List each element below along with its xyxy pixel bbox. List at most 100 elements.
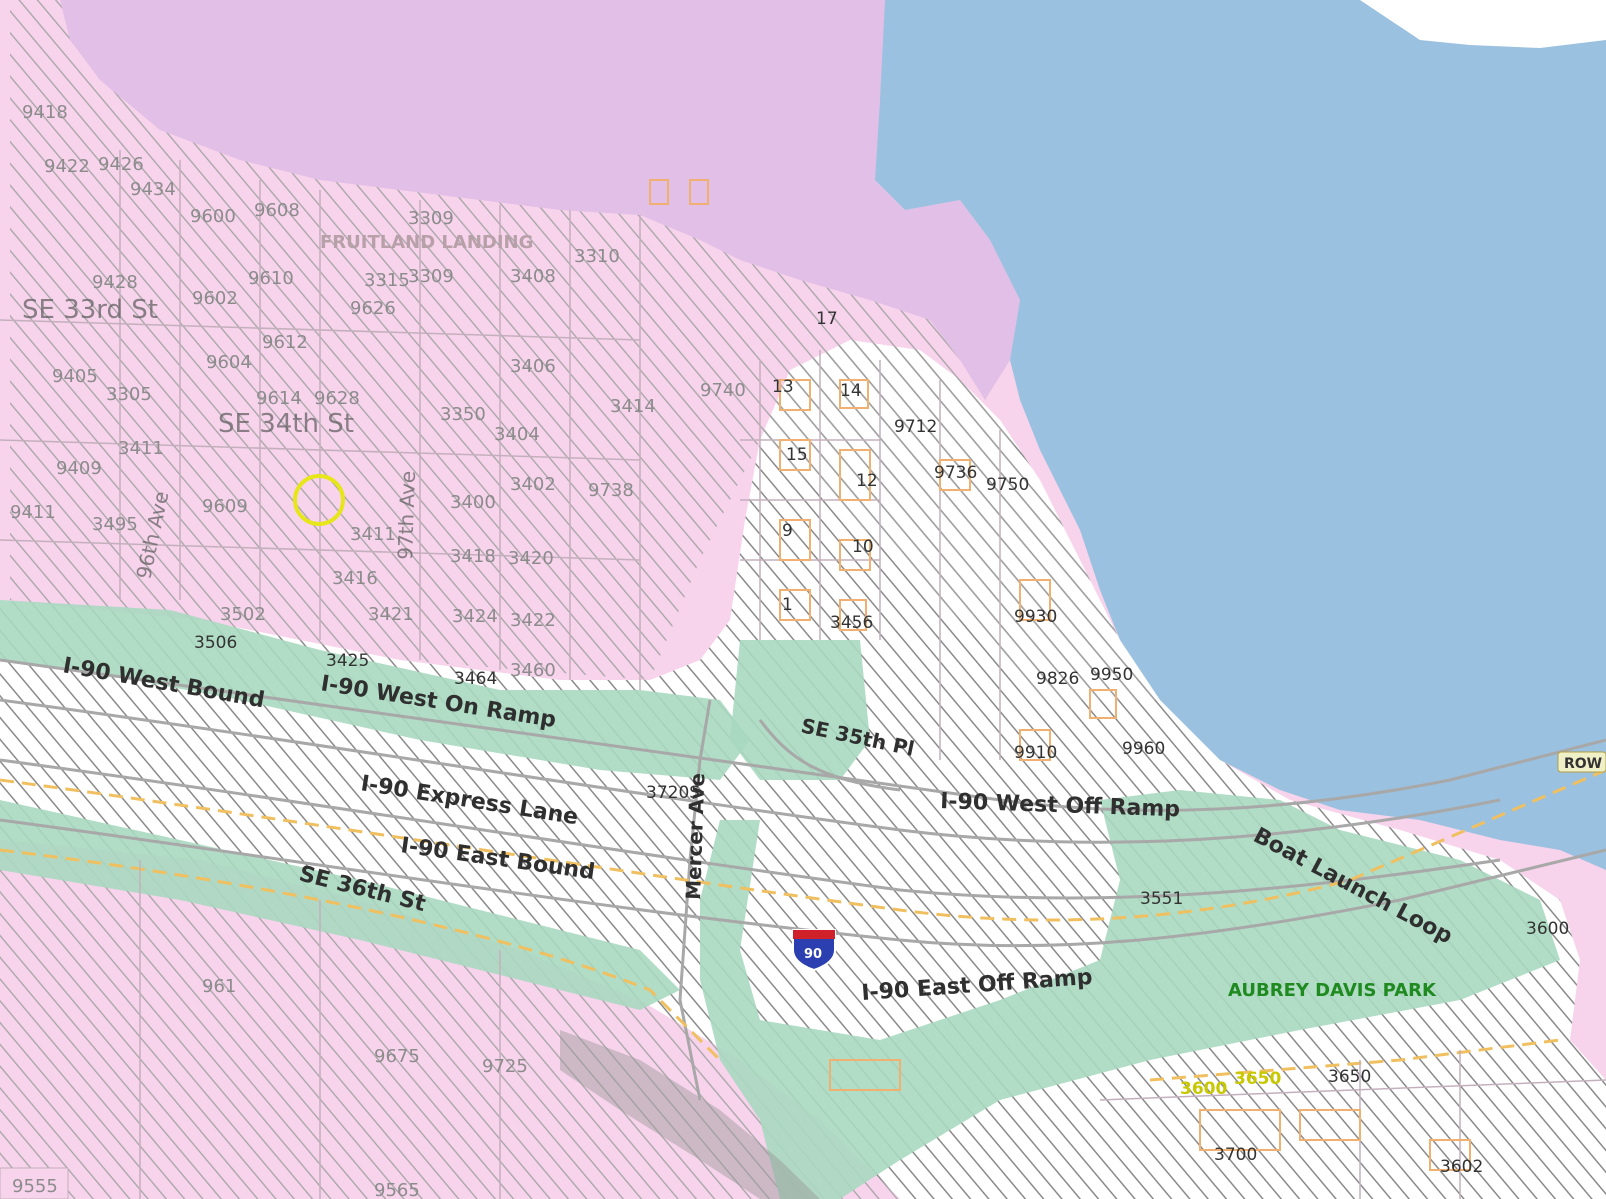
hatched-zone-residential xyxy=(10,0,1160,700)
address-label-9409: 9409 xyxy=(56,458,102,479)
address-label-9736: 9736 xyxy=(934,463,977,483)
address-label-3700: 3700 xyxy=(1214,1145,1257,1165)
address-label-9434: 9434 xyxy=(130,179,176,200)
address-label-9960: 9960 xyxy=(1122,739,1165,759)
address-label-3502: 3502 xyxy=(220,604,266,625)
address-label-3600: 3600 xyxy=(1180,1079,1227,1099)
address-label-9675: 9675 xyxy=(374,1046,420,1067)
address-label-9826: 9826 xyxy=(1036,669,1079,689)
address-label-9411: 9411 xyxy=(10,502,56,523)
hatched-zone-lower xyxy=(0,840,900,1199)
green-park-area-south xyxy=(700,790,1560,1199)
address-label-3411: 3411 xyxy=(118,438,164,459)
address-label-9602: 9602 xyxy=(192,288,238,309)
address-label-9555: 9555 xyxy=(12,1176,58,1197)
address-label-3309: 3309 xyxy=(408,208,454,229)
green-park-area-west xyxy=(0,600,750,780)
shield-number: 90 xyxy=(804,947,822,962)
address-label-3406: 3406 xyxy=(510,356,556,377)
address-label-3400: 3400 xyxy=(450,492,496,513)
park-label-aubrey-davis: AUBREY DAVIS PARK xyxy=(1228,980,1437,1001)
address-label-9422: 9422 xyxy=(44,156,90,177)
row-sign-label: ROW xyxy=(1564,756,1602,772)
bottom-left-address-box: 9555 xyxy=(0,1167,69,1199)
address-label-9712: 9712 xyxy=(894,417,937,437)
parcel-lines xyxy=(0,150,1606,1199)
address-label-9610: 9610 xyxy=(248,268,294,289)
address-label-3416: 3416 xyxy=(332,568,378,589)
address-labels-lower: 961 9611 9675 9725 9565 xyxy=(202,976,528,1199)
address-label-9614: 9614 xyxy=(256,388,302,409)
address-label-17: 17 xyxy=(816,309,838,329)
address-label-9612: 9612 xyxy=(262,332,308,353)
lavender-zone xyxy=(60,0,1020,400)
address-label-9608: 9608 xyxy=(254,200,300,221)
green-park-area-center xyxy=(730,640,870,780)
address-label-3310: 3310 xyxy=(574,246,620,267)
interstate-90-shield: 90 xyxy=(792,929,836,972)
address-label-3424: 3424 xyxy=(452,606,498,627)
address-label-9565: 9565 xyxy=(374,1180,420,1199)
street-label-ave-mid: 97th Ave xyxy=(393,470,420,560)
address-label-3411: 3411 xyxy=(350,524,396,545)
road-dashed-lines xyxy=(0,768,1606,1082)
address-label-3602: 3602 xyxy=(1440,1157,1483,1177)
address-label-9604: 9604 xyxy=(206,352,252,373)
faded-park-label: FRUITLAND LANDING xyxy=(320,232,533,253)
address-label-9: 9 xyxy=(782,521,793,541)
lake-water xyxy=(875,0,1606,870)
address-label-3720s: 3720S xyxy=(646,783,700,803)
address-labels: 9418 9422 9426 9434 9600 9608 3309 3310 … xyxy=(10,102,746,681)
address-label-9600: 9600 xyxy=(190,206,236,227)
address-label-9611: 9611 xyxy=(214,976,260,997)
address-label-9750: 9750 xyxy=(986,475,1029,495)
address-label-1: 1 xyxy=(782,595,793,615)
address-label-3650: 3650 xyxy=(1328,1067,1371,1087)
address-labels-dark: 3506 3425 3464 17 13 14 9712 15 12 9736 … xyxy=(194,309,1569,1177)
address-labels-yellow: 3600 3650 xyxy=(1180,1069,1281,1099)
address-label-3414: 3414 xyxy=(610,396,656,417)
address-label-3408: 3408 xyxy=(510,266,556,287)
address-label-9405: 9405 xyxy=(52,366,98,387)
address-label-13: 13 xyxy=(772,377,794,397)
address-label-9626: 9626 xyxy=(350,298,396,319)
address-label-3425: 3425 xyxy=(326,651,369,671)
street-label-se-34th-st: SE 34th St xyxy=(218,409,354,439)
address-label-961: 961 xyxy=(202,976,236,997)
white-shoreline-area xyxy=(1360,0,1606,48)
grey-shaded-area xyxy=(560,1030,820,1199)
address-label-12: 12 xyxy=(856,471,878,491)
address-label-3309: 3309 xyxy=(408,266,454,287)
address-label-3464: 3464 xyxy=(454,669,497,689)
address-label-9428: 9428 xyxy=(92,272,138,293)
address-label-3420: 3420 xyxy=(508,548,554,569)
address-label-3495: 3495 xyxy=(92,514,138,535)
address-label-3402: 3402 xyxy=(510,474,556,495)
address-label-3305: 3305 xyxy=(106,384,152,405)
address-label-9950: 9950 xyxy=(1090,665,1133,685)
address-label-9910: 9910 xyxy=(1014,743,1057,763)
address-label-3456: 3456 xyxy=(830,613,873,633)
address-label-3506: 3506 xyxy=(194,633,237,653)
address-label-9609: 9609 xyxy=(202,496,248,517)
street-label-se-33rd-st: SE 33rd St xyxy=(22,295,158,325)
address-label-3404: 3404 xyxy=(494,424,540,445)
address-label-9426: 9426 xyxy=(98,154,144,175)
address-label-3350: 3350 xyxy=(440,404,486,425)
address-label-3418: 3418 xyxy=(450,546,496,567)
address-label-10: 10 xyxy=(852,537,874,557)
road-label-vertical-ave: Mercer Ave xyxy=(681,772,709,900)
selected-location-marker[interactable] xyxy=(293,474,345,526)
address-label-9738: 9738 xyxy=(588,480,634,501)
address-label-14: 14 xyxy=(840,381,862,401)
address-label-9740: 9740 xyxy=(700,380,746,401)
address-label-3600: 3600 xyxy=(1526,919,1569,939)
address-label-9725: 9725 xyxy=(482,1056,528,1077)
address-label-9930: 9930 xyxy=(1014,607,1057,627)
green-park-area-southwest xyxy=(0,800,680,1010)
address-label-3460: 3460 xyxy=(510,660,556,681)
address-label-3551: 3551 xyxy=(1140,889,1183,909)
building-outlines xyxy=(649,179,1471,1171)
